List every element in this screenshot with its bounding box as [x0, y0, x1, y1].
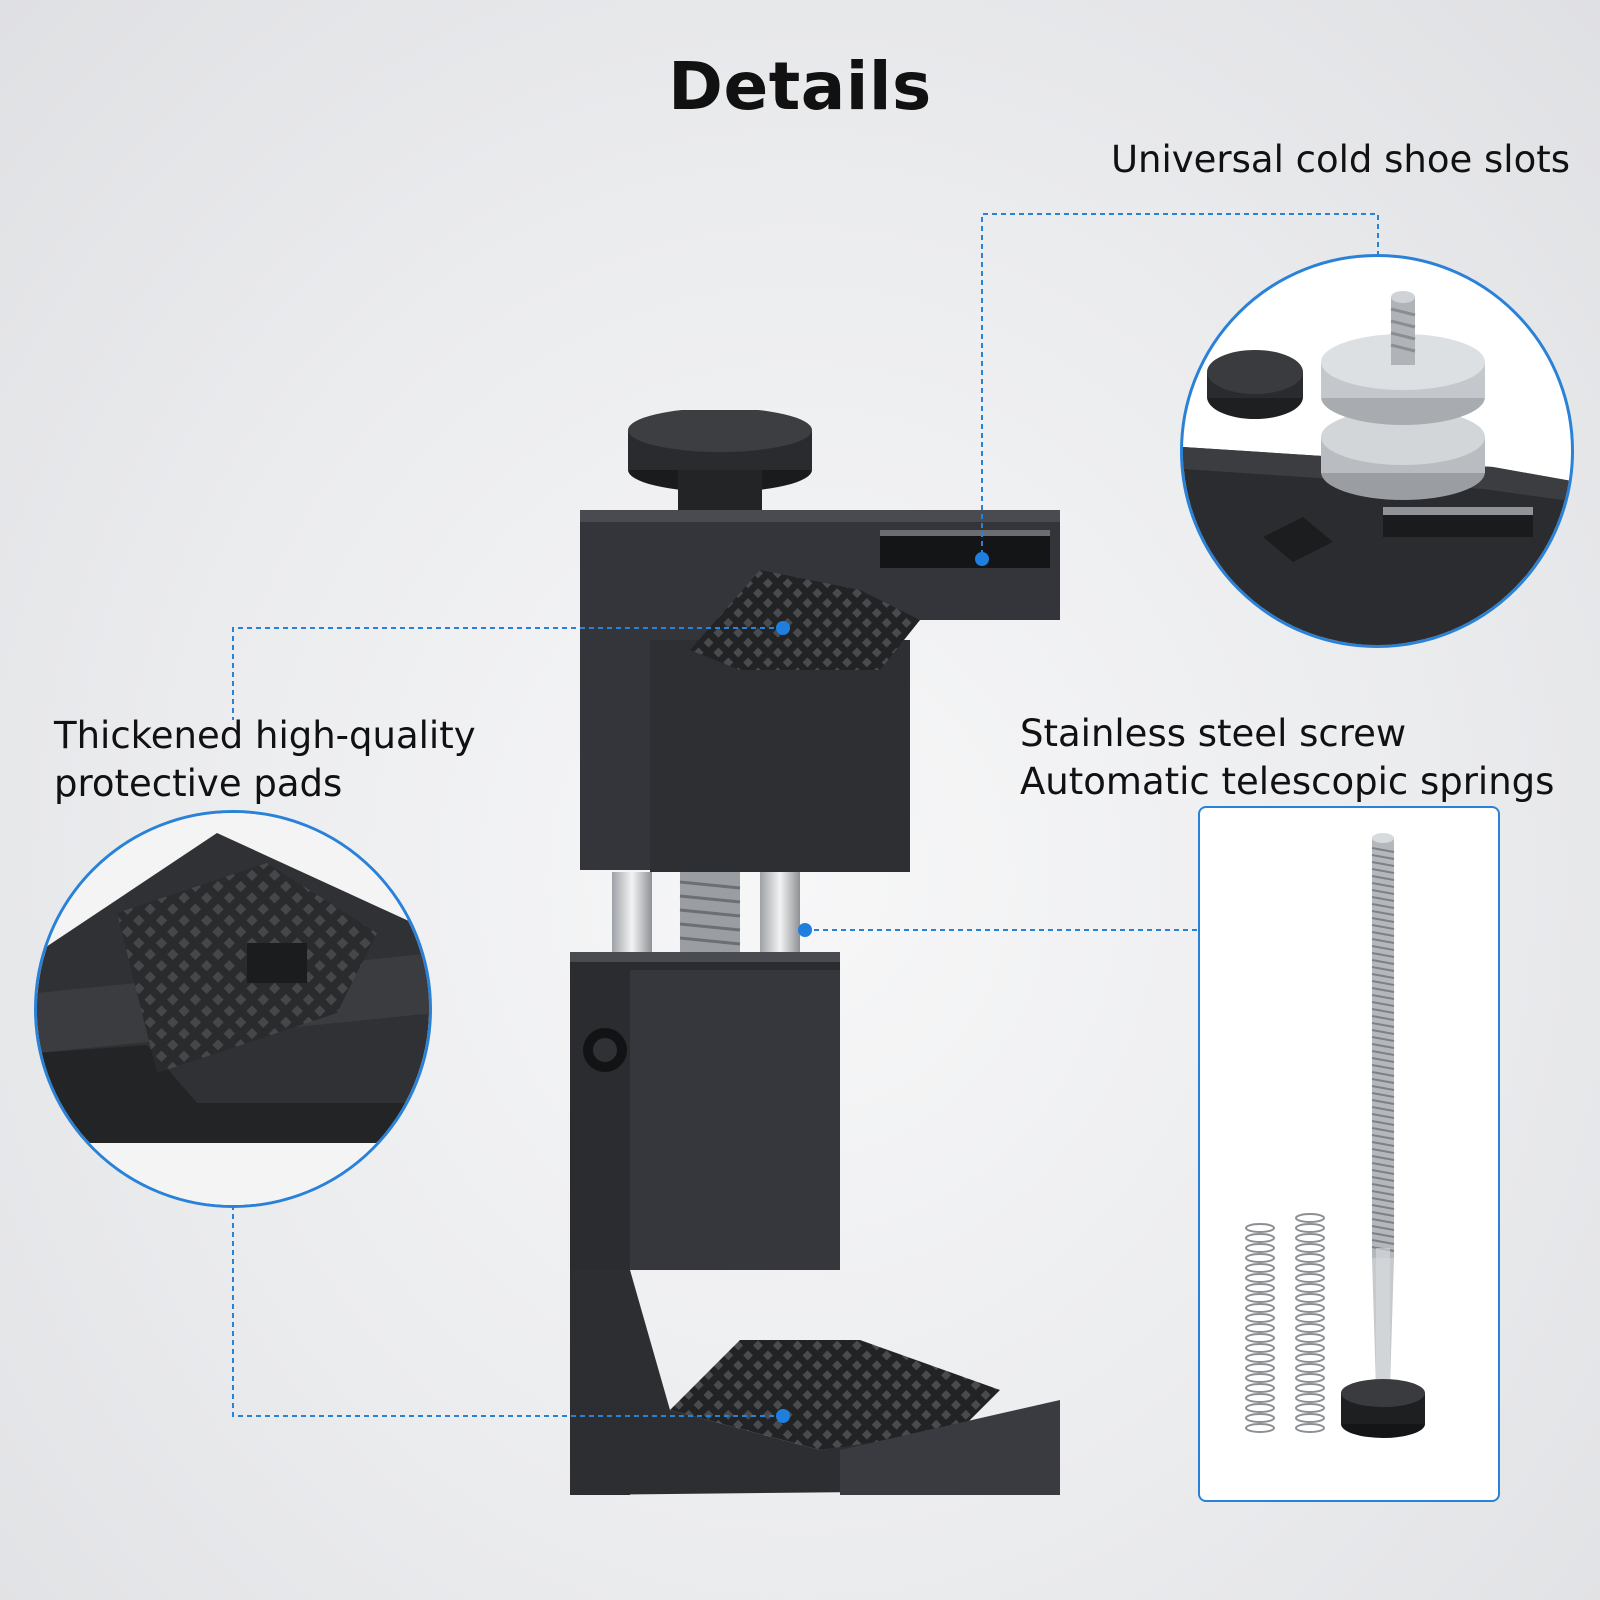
- callout-pads-label: Thickened high-quality protective pads: [54, 712, 574, 808]
- bottom-pad-connector-line: [232, 1205, 783, 1417]
- screw-springs-panel: [1198, 806, 1500, 1502]
- cold-shoe-connector-line: [981, 213, 1379, 555]
- callout-pads-line2: protective pads: [54, 762, 343, 805]
- top-pad-connector-line: [232, 627, 783, 720]
- callout-screw-label: Stainless steel screw Automatic telescop…: [1020, 710, 1580, 806]
- callout-screw-line2: Automatic telescopic springs: [1020, 760, 1555, 803]
- phone-clamp-product-image: [570, 410, 1060, 1495]
- page-title: Details: [668, 48, 932, 125]
- bottom-pad-marker-dot: [776, 1409, 790, 1423]
- screw-springs-image: [1245, 833, 1425, 1438]
- cold-shoe-marker-dot: [975, 552, 989, 566]
- callout-screw-line1: Stainless steel screw: [1020, 712, 1407, 755]
- cold-shoe-detail-image: [1183, 291, 1571, 645]
- callout-cold-shoe-label: Universal cold shoe slots: [1110, 138, 1570, 181]
- top-pad-marker-dot: [776, 621, 790, 635]
- callout-pads-line1: Thickened high-quality: [54, 714, 476, 757]
- screw-marker-dot: [798, 923, 812, 937]
- cold-shoe-detail-circle: [1180, 254, 1574, 648]
